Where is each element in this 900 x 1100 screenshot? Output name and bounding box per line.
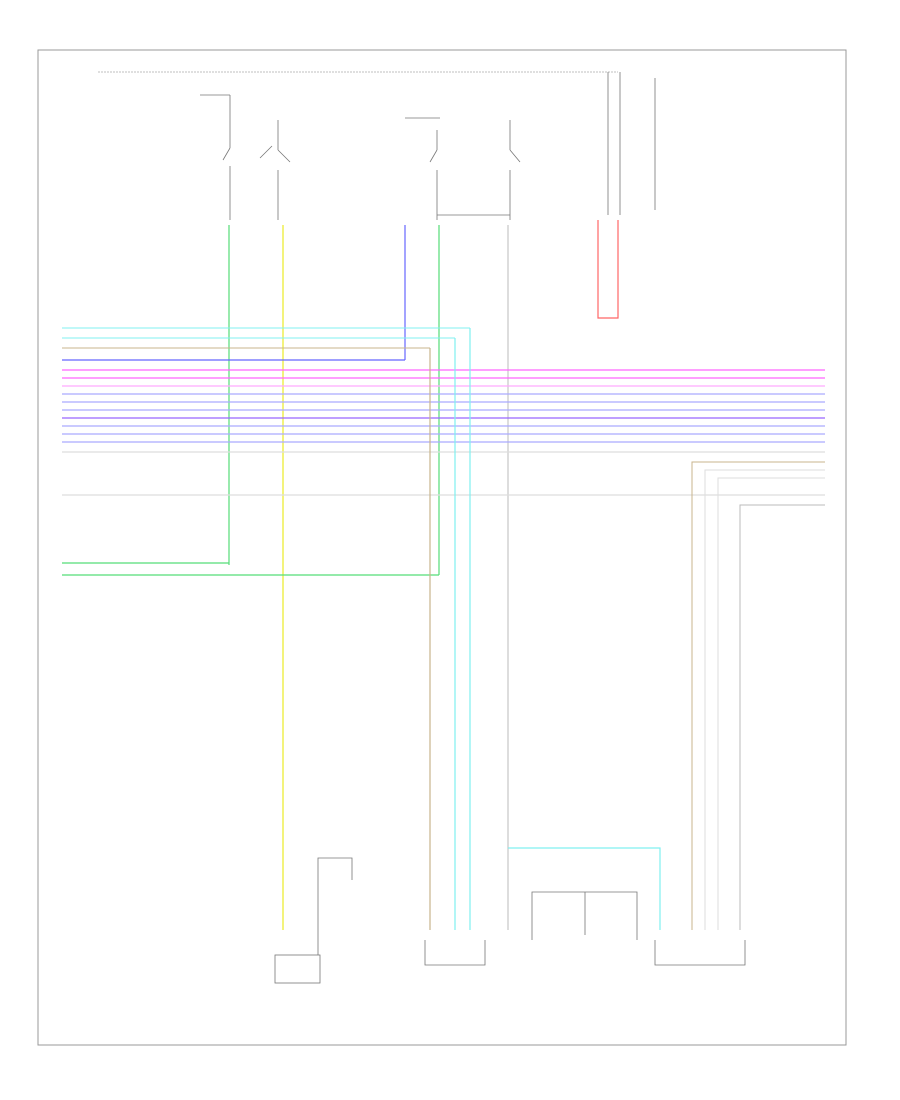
bus-left bbox=[62, 327, 470, 349]
switch-4 bbox=[437, 120, 521, 220]
module-2 bbox=[424, 940, 486, 966]
module-1 bbox=[274, 857, 353, 984]
green-lower bbox=[62, 562, 439, 576]
module-3 bbox=[531, 891, 638, 940]
wire-red-loop bbox=[597, 220, 619, 319]
diagram-frame bbox=[37, 49, 847, 1046]
module-4 bbox=[654, 940, 746, 966]
right-drops bbox=[691, 461, 825, 930]
switch-1 bbox=[200, 94, 231, 220]
switch-3 bbox=[405, 117, 440, 220]
bus-full bbox=[62, 359, 825, 496]
relay-block bbox=[607, 72, 656, 215]
lower-verticals bbox=[429, 328, 661, 930]
switch-2 bbox=[259, 120, 291, 220]
